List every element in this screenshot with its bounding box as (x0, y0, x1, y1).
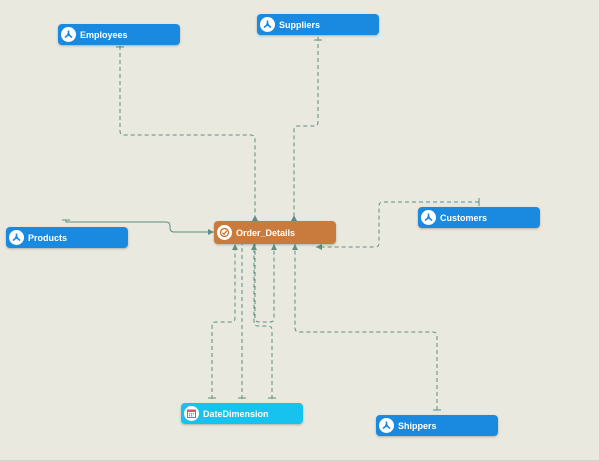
dimension-icon (379, 418, 394, 433)
node-date-dimension[interactable]: DateDimension (181, 403, 303, 424)
node-label: DateDimension (203, 408, 269, 419)
dimension-icon (260, 17, 275, 32)
node-order-details[interactable]: Order_Details (214, 221, 336, 244)
arrow-employees (252, 215, 258, 221)
arrow-products (208, 229, 214, 235)
node-label: Order_Details (236, 227, 296, 238)
node-employees[interactable]: Employees (58, 24, 180, 45)
node-label: Products (28, 232, 68, 243)
arrow-date-4 (271, 244, 277, 250)
node-label: Employees (80, 29, 128, 40)
connector-date-3 (253, 244, 273, 399)
dimension-icon (421, 210, 436, 225)
arrow-suppliers (291, 215, 297, 221)
arrow-shippers (292, 244, 298, 250)
dimension-icon (9, 230, 24, 245)
connector-suppliers (293, 37, 319, 221)
arrow-date-3 (251, 244, 257, 250)
calendar-icon (184, 406, 199, 421)
connector-products (65, 220, 214, 233)
connector-date-1 (211, 244, 236, 399)
node-shippers[interactable]: Shippers (376, 415, 498, 436)
dimension-icon (61, 27, 76, 42)
connector-employees (119, 46, 256, 221)
fact-icon (217, 225, 232, 240)
arrow-date-1 (232, 244, 238, 250)
node-label: Customers (440, 212, 488, 223)
node-label: Suppliers (279, 19, 321, 30)
connector-shippers (294, 244, 438, 410)
connector-customers (316, 201, 479, 248)
node-suppliers[interactable]: Suppliers (257, 14, 379, 35)
node-label: Shippers (398, 420, 437, 431)
arrow-customers (316, 244, 322, 250)
node-customers[interactable]: Customers (418, 207, 540, 228)
node-products[interactable]: Products (6, 227, 128, 248)
connector-date-4 (254, 244, 275, 323)
